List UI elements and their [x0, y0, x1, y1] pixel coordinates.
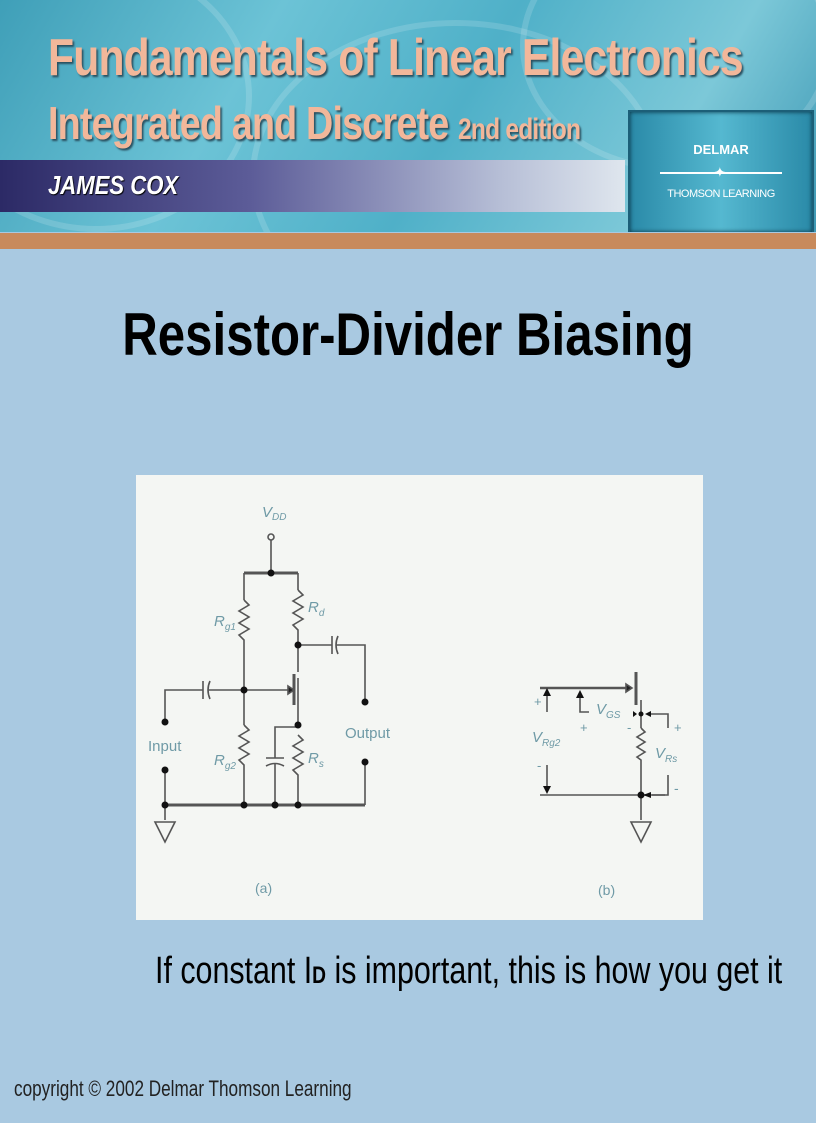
circuit-a-wires [153, 533, 366, 844]
author-band [0, 160, 625, 212]
edition: 2nd edition [458, 113, 581, 146]
book-header-banner: Fundamentals of Linear Electronics Integ… [0, 0, 816, 232]
slide-caption: If constant ID is important, this is how… [155, 950, 782, 993]
rg1-label: Rg1 [214, 613, 236, 633]
copyright-notice: copyright © 2002 Delmar Thomson Learning [14, 1076, 352, 1101]
rg2-label: Rg2 [214, 752, 236, 772]
publisher-subname: THOMSON LEARNING [667, 188, 775, 200]
author-name: JAMES COX [48, 170, 179, 200]
vrs-plus: + [674, 720, 682, 735]
logo-divider [660, 172, 782, 174]
vgs-plus: + [580, 720, 588, 735]
circuit-a-nodes [161, 569, 369, 809]
publisher-name: DELMAR [693, 142, 749, 157]
rs-label: Rs [308, 750, 324, 770]
circuit-diagram: VDD Rg1 Rg2 Rd Rs Input Output (a) + VRg… [148, 504, 682, 898]
caption-subscript: D [312, 962, 327, 989]
vgs-minus: - [627, 720, 631, 735]
output-label: Output [345, 725, 391, 742]
figure-a-caption: (a) [255, 880, 272, 896]
accent-stripe [0, 233, 816, 249]
book-title: Fundamentals of Linear Electronics [48, 29, 744, 87]
vrs-label: VRs [655, 745, 677, 765]
subtitle-text: Integrated and Discrete [48, 97, 449, 149]
caption-text-end: is important, this is how you get it [326, 950, 783, 992]
caption-text: If constant I [155, 950, 313, 992]
rd-label: Rd [308, 599, 325, 619]
circuit-figure: VDD Rg1 Rg2 Rd Rs Input Output (a) + VRg… [136, 475, 703, 920]
publisher-logo: DELMAR ✦ THOMSON LEARNING [628, 110, 814, 232]
circuit-b-arrows [543, 688, 651, 799]
input-label: Input [148, 738, 182, 755]
circuit-b-wires [540, 672, 669, 844]
book-subtitle: Integrated and Discrete 2nd edition [48, 96, 581, 157]
vgs-label: VGS [596, 701, 621, 721]
star-icon: ✦ [714, 164, 726, 180]
vrg2-minus: - [537, 758, 541, 773]
slide-title: Resistor-Divider Biasing [122, 301, 694, 368]
vrg2-label: VRg2 [532, 729, 561, 749]
vrs-minus: - [674, 780, 679, 796]
vrg2-plus: + [534, 694, 542, 709]
figure-b-caption: (b) [598, 882, 615, 898]
vdd-label: VDD [262, 504, 286, 523]
